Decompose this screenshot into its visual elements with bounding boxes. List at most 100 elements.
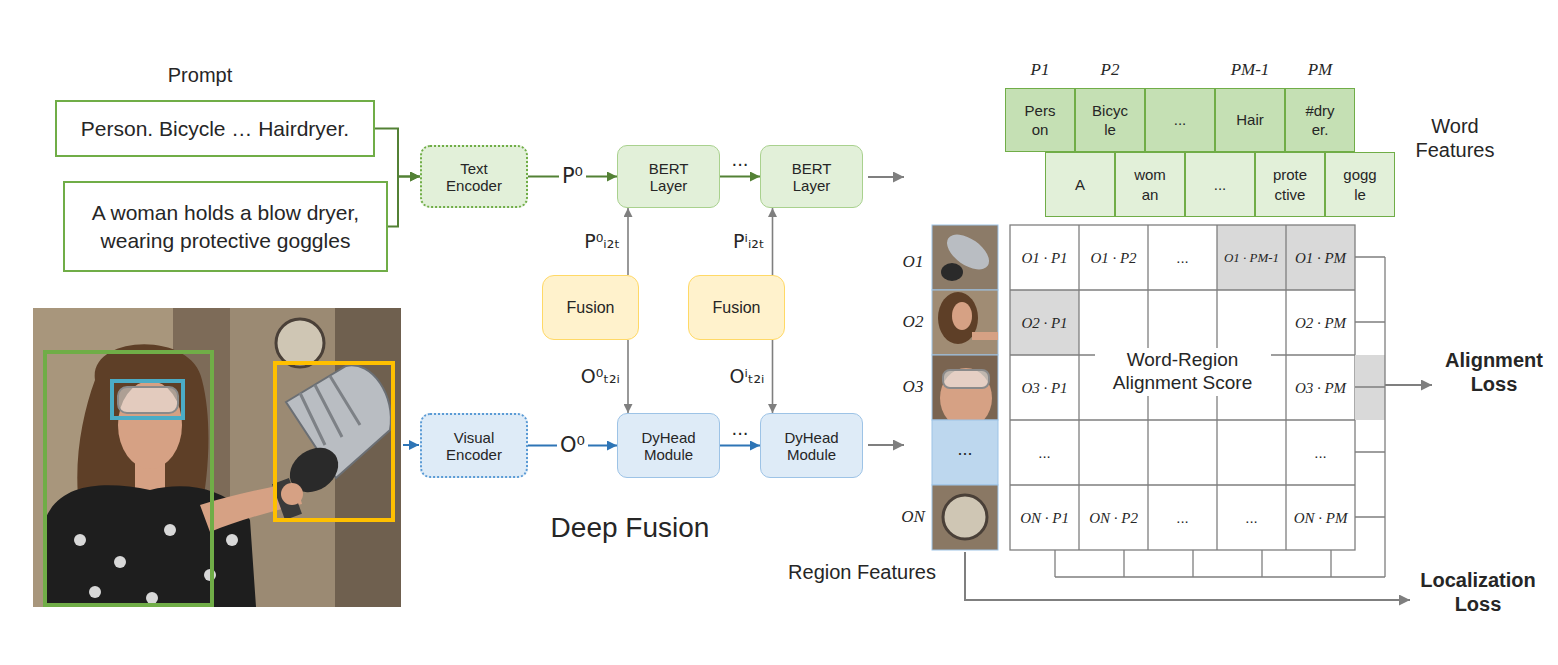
pattern-dot <box>89 586 101 598</box>
loss-bracket <box>1055 257 1385 577</box>
node-text: Bicyc le <box>1080 101 1140 140</box>
matrix-cell: ON · P1 <box>1020 509 1069 527</box>
encoder-box: Text Encoder <box>420 145 528 208</box>
matrix-cell: O1 · PM-1 <box>1224 250 1279 266</box>
layer-box: BERT Layer <box>617 145 720 208</box>
node-text: wom an <box>1120 165 1180 204</box>
matrix-title: Word-Region Alignment Score <box>1095 348 1271 396</box>
node-text: Person. Bicycle … Hairdryer. <box>81 115 349 142</box>
edge-label: O⁰ <box>557 432 588 459</box>
thumb-face <box>940 368 992 428</box>
positive-cell <box>1217 225 1286 290</box>
node-text: Hair <box>1236 110 1264 130</box>
layer-box: BERT Layer <box>760 145 863 208</box>
section-title: Prompt <box>168 63 232 87</box>
person-box <box>45 352 212 605</box>
section-title: Word Features <box>1405 114 1505 162</box>
region-index: O2 <box>903 312 924 332</box>
pattern-dot <box>74 534 86 546</box>
thumb-arm <box>972 332 998 340</box>
matrix-cell: O2 · P1 <box>1021 314 1067 332</box>
thumb-bg <box>932 290 998 355</box>
photo-wall <box>230 308 401 607</box>
word-cell: prote ctive <box>1255 152 1325 217</box>
connector <box>720 445 760 447</box>
thumb-clock <box>943 495 987 539</box>
bracket-lines <box>1055 257 1385 577</box>
node-text: BERT Layer <box>636 160 701 194</box>
pattern-dot <box>146 592 158 604</box>
word-cell: #dry er. <box>1285 88 1355 152</box>
node-text: prote ctive <box>1260 165 1320 204</box>
region-thumbnails <box>932 225 998 550</box>
matrix-cell: O3 · P1 <box>1021 379 1067 397</box>
photo <box>33 308 401 607</box>
positive-cell <box>1010 290 1079 355</box>
word-index: PM-1 <box>1231 60 1270 80</box>
matrix-cell: ON · PM <box>1294 509 1348 527</box>
photo-face <box>118 381 182 469</box>
ellipsis: ... <box>1245 509 1258 527</box>
fusion-box: Fusion <box>542 275 639 340</box>
dryer-box <box>275 363 393 520</box>
matrix-cell: O2 · PM <box>1295 314 1346 332</box>
connector <box>720 176 760 178</box>
node-text: A <box>1075 175 1085 195</box>
node-text: A woman holds a blow dryer, wearing prot… <box>73 199 378 254</box>
score-matrix <box>965 225 1432 600</box>
matrix-bg <box>1010 225 1355 550</box>
loss-label: Localization Loss <box>1416 568 1540 616</box>
matrix-cell: O1 · P2 <box>1090 249 1136 267</box>
thumb-bg <box>932 225 998 290</box>
thumb-blank <box>932 420 998 485</box>
localization-arrow <box>965 552 1410 600</box>
edge-label: ... <box>731 418 748 440</box>
edge-label: Oⁱₜ₂ᵢ <box>730 365 765 388</box>
thumb-bg <box>932 485 998 550</box>
matrix-cell: O1 · PM <box>1295 249 1346 267</box>
matrix-cell: ON · P2 <box>1089 509 1138 527</box>
connector <box>772 208 774 275</box>
node-text: Fusion <box>712 299 760 317</box>
photo-dryer-ring <box>300 376 360 445</box>
word-index: P2 <box>1101 60 1120 80</box>
word-cell: A <box>1045 152 1115 217</box>
connector <box>388 177 420 227</box>
word-cell: Bicyc le <box>1075 88 1145 152</box>
word-cell: Hair <box>1215 88 1285 152</box>
node-text: Pers on <box>1010 101 1070 140</box>
prompt-box: Person. Bicycle … Hairdryer. <box>55 100 375 157</box>
photo-clock <box>276 319 324 367</box>
word-cell: wom an <box>1115 152 1185 217</box>
edge-label: O⁰ₜ₂ᵢ <box>581 365 620 388</box>
prompt-box: A woman holds a blow dryer, wearing prot… <box>63 181 388 272</box>
grid-lines <box>1010 225 1355 550</box>
output-arrow <box>868 176 904 178</box>
module-box: DyHead Module <box>617 413 720 478</box>
connector <box>772 340 774 413</box>
image-arrow <box>403 444 419 446</box>
node-text: BERT Layer <box>779 160 844 194</box>
encoder-box: Visual Encoder <box>420 413 528 478</box>
ellipsis: ... <box>1176 509 1189 527</box>
section-title: Region Features <box>788 560 936 584</box>
node-text: Fusion <box>566 299 614 317</box>
region-index: O3 <box>903 377 924 397</box>
node-text: #dry er. <box>1290 101 1350 140</box>
region-index: ON <box>901 507 925 527</box>
pattern-dot <box>114 556 126 568</box>
ellipsis: ... <box>1314 444 1327 462</box>
edge-label: P⁰ᵢ₂ₜ <box>584 230 620 253</box>
connector <box>627 208 629 275</box>
goggles-box <box>112 381 183 418</box>
output-arrow <box>868 444 904 446</box>
edge-label: Pⁱᵢ₂ₜ <box>733 230 764 253</box>
ellipsis: ... <box>1038 444 1051 462</box>
word-index: P1 <box>1031 60 1050 80</box>
node-text: DyHead Module <box>636 429 701 463</box>
edge-label: ... <box>731 149 748 171</box>
grid-border <box>1010 225 1355 550</box>
connector <box>375 129 420 177</box>
section-title: Deep Fusion <box>551 511 710 545</box>
